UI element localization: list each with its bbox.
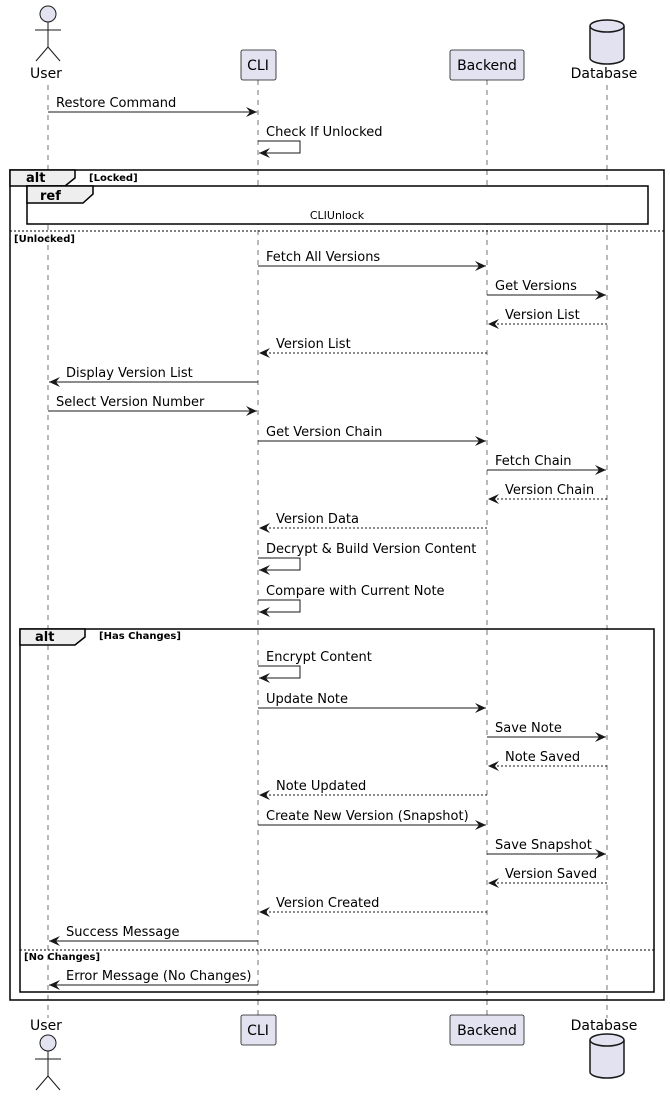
participant-user-bottom: User <box>30 1018 62 1091</box>
message-label: Restore Command <box>56 96 176 111</box>
message-label: Fetch All Versions <box>266 250 380 265</box>
participant-database-top: Database <box>571 19 638 82</box>
participant-database-bottom: Database <box>571 1018 638 1079</box>
participant-cli-top: CLI <box>240 49 277 81</box>
message-label: Create New Version (Snapshot) <box>266 809 469 824</box>
message-label: Success Message <box>66 925 179 940</box>
alt-outer-guard-top: [Locked] <box>89 173 138 184</box>
ref-caption: CLIUnlock <box>310 209 365 222</box>
database-icon <box>589 1033 625 1079</box>
message-17: Save Note <box>487 721 606 742</box>
message-label: Save Note <box>495 721 562 736</box>
message-label: Version Saved <box>505 867 597 882</box>
message-label: Get Versions <box>495 279 577 294</box>
message-label: Note Saved <box>505 750 580 765</box>
participant-label-backend: Backend <box>457 58 517 74</box>
self-message-arrow <box>258 665 301 683</box>
participant-label-user: User <box>30 66 62 82</box>
message-19: Note Updated <box>259 779 487 800</box>
message-10: Fetch Chain <box>487 454 606 475</box>
message-3: Fetch All Versions <box>258 250 486 271</box>
user-actor-icon <box>35 1034 61 1091</box>
message-label: Fetch Chain <box>495 454 572 469</box>
message-label: Version Data <box>276 512 359 527</box>
message-label: Select Version Number <box>56 395 205 410</box>
message-16: Update Note <box>258 692 486 713</box>
message-21: Save Snapshot <box>487 838 606 859</box>
message-8: Select Version Number <box>48 395 257 416</box>
message-20: Create New Version (Snapshot) <box>258 809 486 830</box>
database-icon <box>589 19 625 65</box>
message-18: Note Saved <box>488 750 607 771</box>
alt-outer-keyword: alt <box>26 171 45 186</box>
participant-backend-bottom: Backend <box>449 1014 525 1046</box>
participant-label-cli-bottom: CLI <box>247 1023 269 1039</box>
message-label: Get Version Chain <box>266 425 382 440</box>
message-label: Compare with Current Note <box>266 584 445 599</box>
alt-outer-guard-bottom: [Unlocked] <box>14 234 75 245</box>
message-2: Check If Unlocked <box>258 125 382 158</box>
message-23: Version Created <box>259 896 487 917</box>
user-actor-icon <box>35 5 61 62</box>
message-14: Compare with Current Note <box>258 584 445 617</box>
participant-user-top: User <box>30 5 62 82</box>
self-message-arrow <box>258 557 301 575</box>
message-24: Success Message <box>49 925 258 946</box>
message-label: Display Version List <box>66 366 193 381</box>
participant-label-database-bottom: Database <box>571 1018 638 1034</box>
message-4: Get Versions <box>487 279 606 300</box>
message-11: Version Chain <box>488 483 607 504</box>
message-label: Version List <box>505 308 580 323</box>
participant-label-database: Database <box>571 66 638 82</box>
ref-frame: ref CLIUnlock <box>26 185 649 225</box>
message-7: Display Version List <box>49 366 258 387</box>
message-5: Version List <box>488 308 607 329</box>
alt-inner-keyword: alt <box>35 630 54 645</box>
message-15: Encrypt Content <box>258 650 372 683</box>
participant-backend-top: Backend <box>449 49 525 81</box>
alt-inner-guard-bottom: [No Changes] <box>24 952 100 963</box>
alt-inner-guard-top: [Has Changes] <box>99 631 181 642</box>
alt-frame-outer: alt [Locked] [Unlocked] <box>9 169 665 1001</box>
participant-cli-bottom: CLI <box>240 1014 277 1046</box>
participant-label-backend-bottom: Backend <box>457 1023 517 1039</box>
self-message-arrow <box>258 140 301 158</box>
message-22: Version Saved <box>488 867 607 888</box>
message-label: Update Note <box>266 692 348 707</box>
message-label: Save Snapshot <box>495 838 592 853</box>
message-label: Version Created <box>276 896 379 911</box>
message-9: Get Version Chain <box>258 425 486 446</box>
participant-label-user-bottom: User <box>30 1018 62 1034</box>
message-6: Version List <box>259 337 487 358</box>
self-message-arrow <box>258 599 301 617</box>
message-25: Error Message (No Changes) <box>49 969 258 990</box>
message-label: Check If Unlocked <box>266 125 382 140</box>
participant-label-cli: CLI <box>247 58 269 74</box>
ref-keyword: ref <box>40 189 61 204</box>
alt-frame-inner: alt [Has Changes] [No Changes] <box>19 628 655 993</box>
message-label: Version List <box>276 337 351 352</box>
message-12: Version Data <box>259 512 487 533</box>
message-label: Note Updated <box>276 779 366 794</box>
message-label: Error Message (No Changes) <box>66 969 251 984</box>
message-1: Restore Command <box>48 96 257 117</box>
message-13: Decrypt & Build Version Content <box>258 542 476 575</box>
message-label: Encrypt Content <box>266 650 372 665</box>
message-label: Decrypt & Build Version Content <box>266 542 476 557</box>
message-label: Version Chain <box>505 483 594 498</box>
